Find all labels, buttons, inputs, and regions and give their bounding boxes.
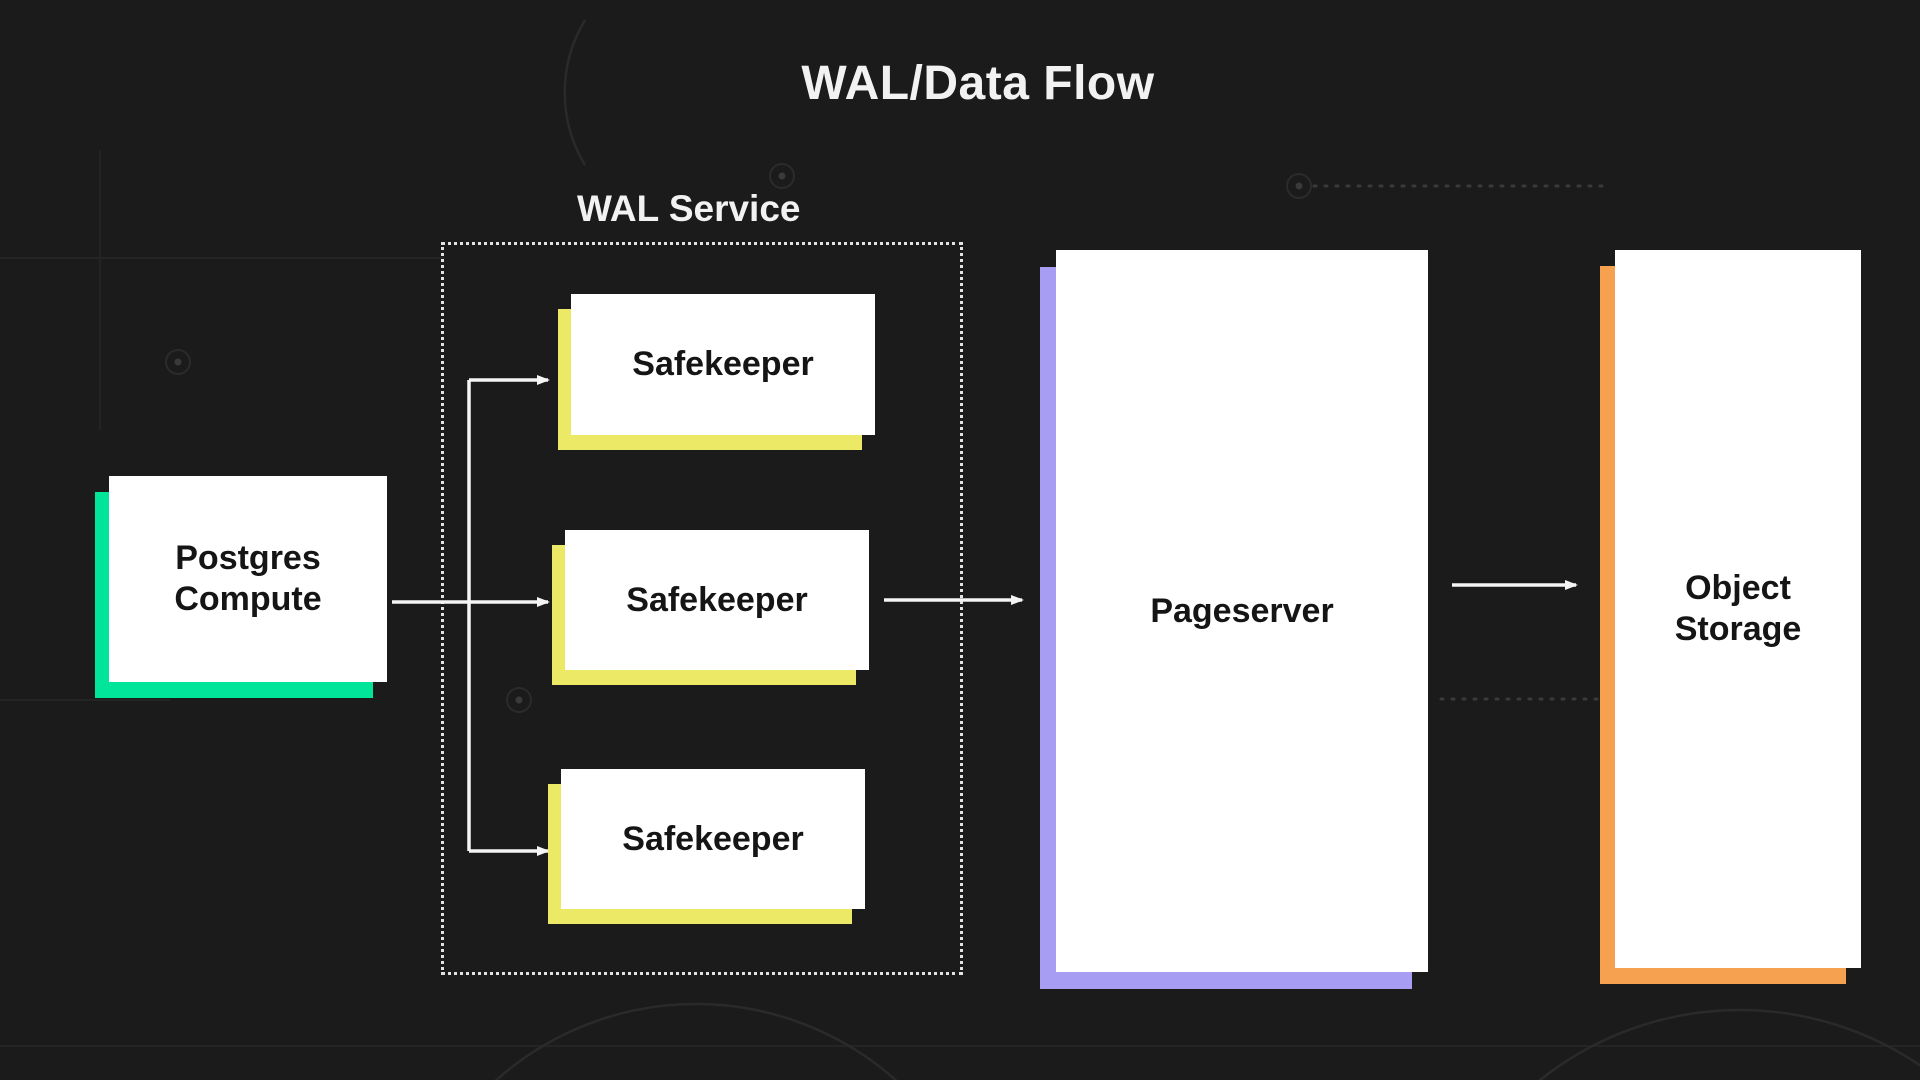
diagram-title: WAL/Data Flow bbox=[801, 57, 1155, 110]
wal-service-group bbox=[441, 242, 963, 975]
safekeeper-node-1: Safekeeper bbox=[571, 294, 875, 435]
pageserver-label: Pageserver bbox=[1150, 591, 1334, 630]
safekeeper-label-3: Safekeeper bbox=[622, 819, 804, 858]
safekeeper-node-2: Safekeeper bbox=[565, 530, 869, 670]
wal-service-label: WAL Service bbox=[577, 188, 801, 229]
safekeeper-label-2: Safekeeper bbox=[626, 580, 808, 619]
object-storage-node: Object Storage bbox=[1615, 250, 1861, 968]
safekeeper-node-3: Safekeeper bbox=[561, 769, 865, 909]
pageserver-node: Pageserver bbox=[1056, 250, 1428, 972]
object-storage-label: Object Storage bbox=[1674, 569, 1802, 648]
safekeeper-label-1: Safekeeper bbox=[632, 345, 814, 384]
postgres-compute-label: Postgres Compute bbox=[174, 539, 322, 618]
postgres-compute-node: Postgres Compute bbox=[109, 476, 387, 682]
